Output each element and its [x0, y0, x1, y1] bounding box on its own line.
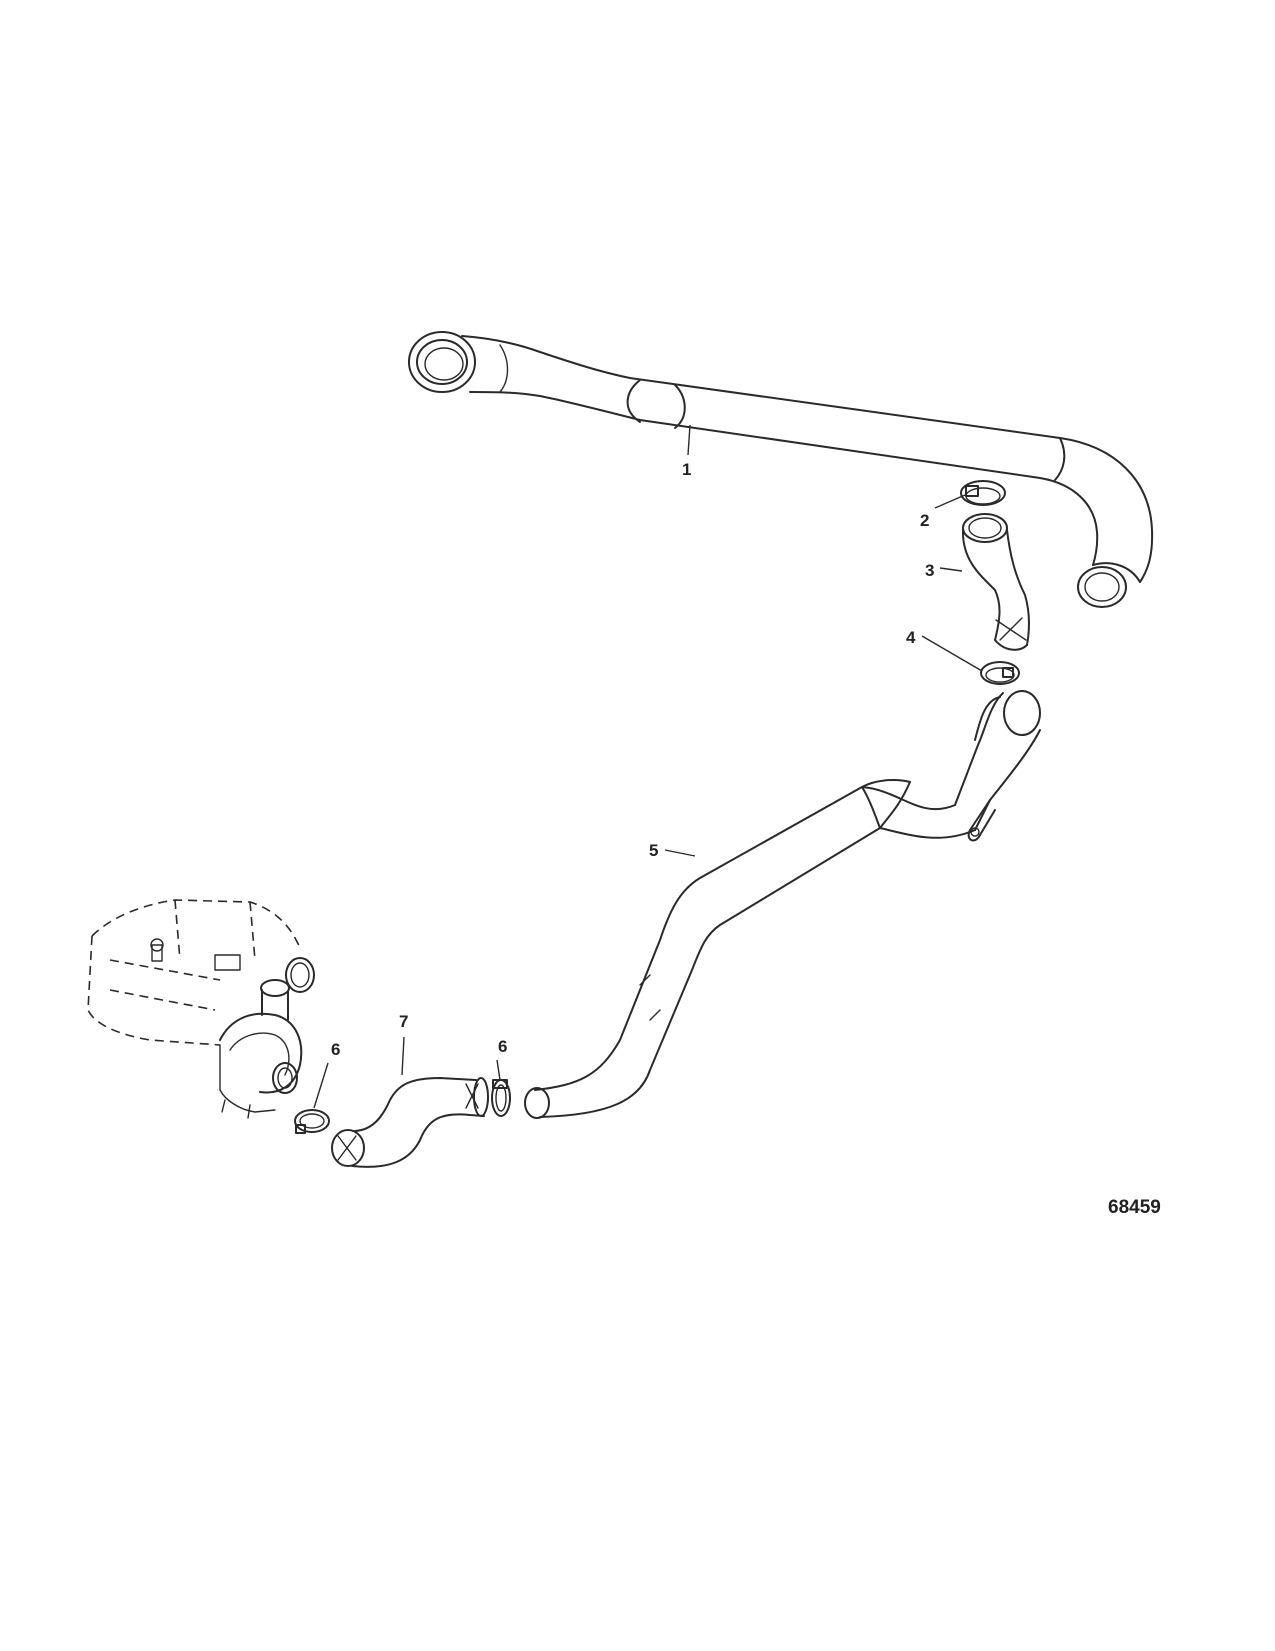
part-6-hose-clamp-left	[294, 1109, 330, 1134]
callout-leaders	[313, 424, 983, 1109]
figure-number: 68459	[1108, 1197, 1161, 1218]
part-4-hose-clamp	[980, 661, 1020, 685]
part-1-upper-hose	[408, 331, 1154, 608]
callout-3: 3	[925, 561, 934, 580]
part-2-hose-clamp	[960, 480, 1006, 506]
callout-4: 4	[906, 628, 916, 647]
callout-7: 7	[399, 1012, 408, 1031]
callout-6-left: 6	[331, 1040, 340, 1059]
part-7-s-hose	[331, 1077, 489, 1168]
pump-housing-reference	[87, 899, 315, 1119]
callout-2: 2	[920, 511, 929, 530]
callout-5: 5	[649, 841, 658, 860]
callout-1: 1	[682, 460, 691, 479]
part-5-lower-hose	[524, 690, 1041, 1119]
callout-6-right: 6	[498, 1037, 507, 1056]
part-6-hose-clamp-right	[491, 1079, 511, 1117]
part-3-small-hose	[961, 513, 1031, 651]
